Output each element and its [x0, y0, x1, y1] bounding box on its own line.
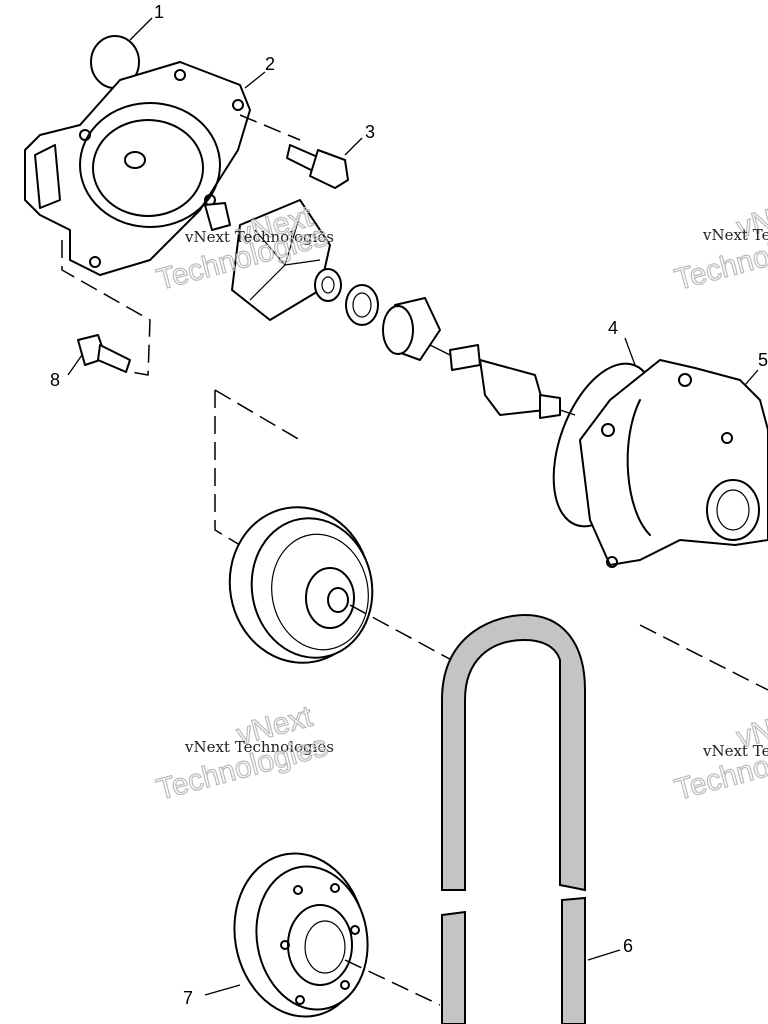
- svg-text:vNext Technologies: vNext Technologies: [184, 738, 334, 756]
- bolt-part-3: [286, 144, 349, 189]
- callout-leaders: [67, 17, 759, 996]
- svg-text:vNext Technologies: vNext Technologies: [184, 228, 334, 246]
- pump-cover-part-2: [24, 61, 251, 276]
- impeller: [204, 199, 331, 321]
- seal-washer: [314, 268, 342, 302]
- bolt-part-8: [77, 334, 131, 373]
- seal-ring: [345, 284, 379, 326]
- pump-shaft: [449, 344, 561, 419]
- pump-housing-part-5: [579, 359, 768, 568]
- drive-belt-part-6: [441, 613, 586, 1024]
- svg-text:vNext Technologies: vNext Technologies: [702, 226, 768, 244]
- svg-text:vNext Technologies: vNext Technologies: [702, 742, 768, 760]
- callout-5: 5: [758, 350, 768, 370]
- callout-6: 6: [623, 936, 633, 956]
- callout-2: 2: [265, 54, 275, 74]
- crank-pulley-part-7: [233, 852, 369, 1018]
- callout-3: 3: [365, 122, 375, 142]
- callout-8: 8: [50, 370, 60, 390]
- callout-7: 7: [183, 988, 193, 1008]
- mechanical-seal: [382, 297, 441, 361]
- callout-4: 4: [608, 318, 618, 338]
- pump-pulley: [228, 506, 374, 664]
- callout-1: 1: [154, 2, 164, 22]
